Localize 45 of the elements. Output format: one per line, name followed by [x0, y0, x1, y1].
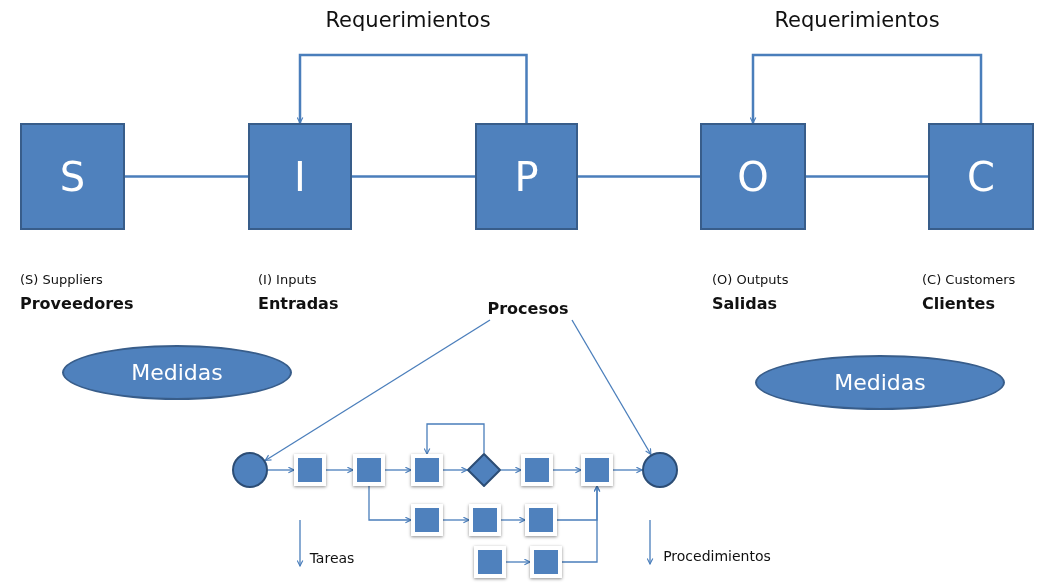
arrow: [368, 485, 412, 524]
node-caption: (O) Outputs: [712, 272, 789, 287]
arrow: [442, 466, 468, 474]
process-box: O: [700, 123, 806, 230]
process-box: P: [475, 123, 578, 230]
arrow: [500, 466, 522, 474]
arrow: [505, 558, 531, 566]
arrow: [561, 485, 601, 563]
node-label: Procesos: [478, 296, 578, 320]
process-box: S: [20, 123, 125, 230]
arrow: [612, 466, 643, 474]
connector-line: [806, 175, 928, 178]
arrow: [442, 516, 470, 524]
node-caption: (C) Customers: [922, 272, 1016, 287]
arrow: [646, 519, 654, 565]
start-end-circle: [232, 452, 268, 488]
arrow: [384, 466, 412, 474]
edge-label: Requerimientos: [774, 8, 940, 32]
node-label: Procedimientos: [652, 546, 782, 566]
node-caption: (I) Inputs: [258, 272, 317, 287]
arrow: [552, 466, 582, 474]
measure-ellipse: Medidas: [62, 345, 292, 400]
arrow: [267, 466, 295, 474]
arrow: [571, 319, 652, 456]
node-label: Tareas: [302, 548, 362, 568]
arrow: [749, 53, 983, 124]
connector-line: [578, 175, 700, 178]
arrow: [296, 53, 528, 124]
arrow: [325, 466, 354, 474]
process-box: I: [248, 123, 352, 230]
arrow: [423, 423, 485, 455]
start-end-circle: [642, 452, 678, 488]
node-caption: Entradas: [258, 294, 339, 313]
arrow: [500, 516, 526, 524]
connector-line: [125, 175, 248, 178]
node-caption: Clientes: [922, 294, 995, 313]
arrow: [296, 519, 304, 567]
node-caption: Salidas: [712, 294, 778, 313]
node-caption: (S) Suppliers: [20, 272, 103, 287]
connector-line: [352, 175, 475, 178]
node-caption: Proveedores: [20, 294, 134, 313]
edge-label: Requerimientos: [325, 8, 491, 32]
arrow: [264, 319, 491, 462]
process-box: C: [928, 123, 1034, 230]
measure-ellipse: Medidas: [755, 355, 1005, 410]
